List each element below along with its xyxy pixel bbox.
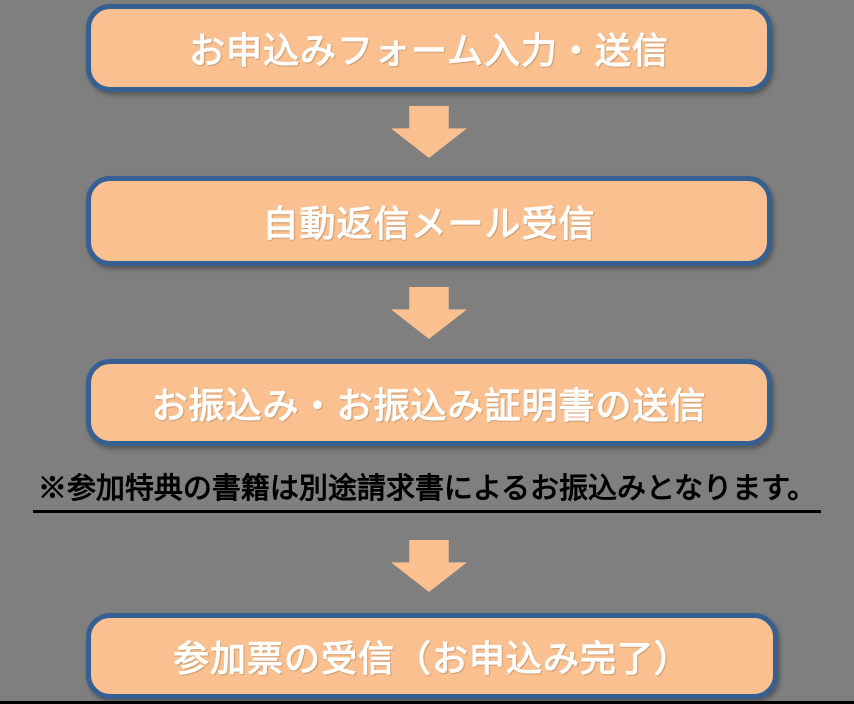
flow-step-participation-ticket: 参加票の受信（お申込み完了） (86, 613, 778, 699)
flow-step-auto-reply-mail: 自動返信メール受信 (86, 176, 772, 266)
flow-step-application-form: お申込みフォーム入力・送信 (86, 4, 772, 92)
flow-step-label: お申込みフォーム入力・送信 (189, 30, 669, 71)
down-arrow-icon (391, 287, 467, 339)
note-text: ※参加特典の書籍は別途請求書によるお振込みとなります。 (32, 465, 822, 513)
note-row: ※参加特典の書籍は別途請求書によるお振込みとなります。 (0, 465, 854, 513)
flow-step-label: 参加票の受信（お申込み完了） (172, 638, 691, 679)
flow-step-label: お振込み・お振込み証明書の送信 (151, 384, 707, 426)
flow-step-bank-transfer: お振込み・お振込み証明書の送信 (86, 359, 772, 446)
flow-step-label: 自動返信メール受信 (262, 203, 596, 244)
down-arrow-icon (391, 540, 467, 592)
down-arrow-icon (391, 106, 467, 158)
bottom-edge-line (0, 701, 854, 704)
